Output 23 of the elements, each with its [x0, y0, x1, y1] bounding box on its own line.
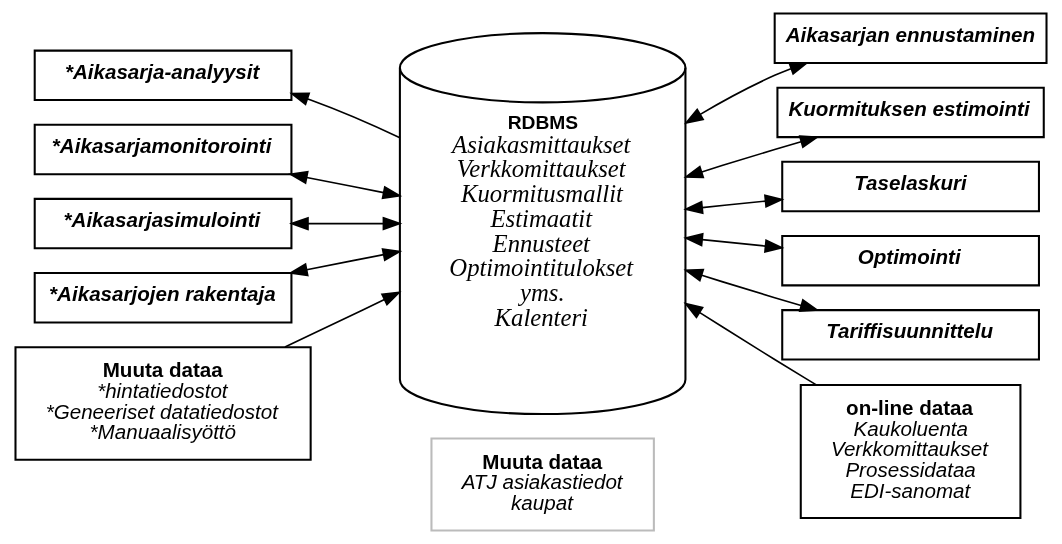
arrow: [683, 62, 810, 125]
node-box: Kuormituksen estimointi: [776, 86, 1045, 139]
arrow: [683, 194, 785, 215]
node-box: Muuta dataa ATJ asiakastiedot kaupat: [430, 437, 655, 532]
arrow: [288, 170, 403, 200]
node-box: Tariffisuunnittelu: [781, 309, 1040, 361]
node-box: *Aikasarja-analyysit: [33, 49, 293, 102]
arrow: [683, 302, 818, 386]
node-box: Muuta dataa *hintatiedostot *Geneeriset datatiedostot *Manuaalisyöttö: [14, 346, 312, 461]
node-box: *Aikasarjasimulointi: [33, 197, 293, 250]
node-box: Optimointi: [781, 234, 1040, 287]
node-box: Taselaskuri: [781, 160, 1040, 213]
node-box: Aikasarjan ennustaminen: [773, 12, 1048, 64]
arrow: [284, 291, 402, 348]
arrow: [289, 216, 403, 231]
arrow: [289, 92, 401, 139]
node-box: on-line dataa Kaukoluenta Verkkomittaukset Prosessidataa EDI-sanomat: [799, 383, 1022, 520]
arrow: [288, 247, 403, 277]
arrow: [683, 135, 820, 179]
arrow: [683, 232, 785, 253]
node-box: *Aikasarjojen rakentaja: [33, 272, 293, 324]
arrow: [683, 268, 820, 312]
node-box: *Aikasarjamonitorointi: [33, 123, 293, 176]
